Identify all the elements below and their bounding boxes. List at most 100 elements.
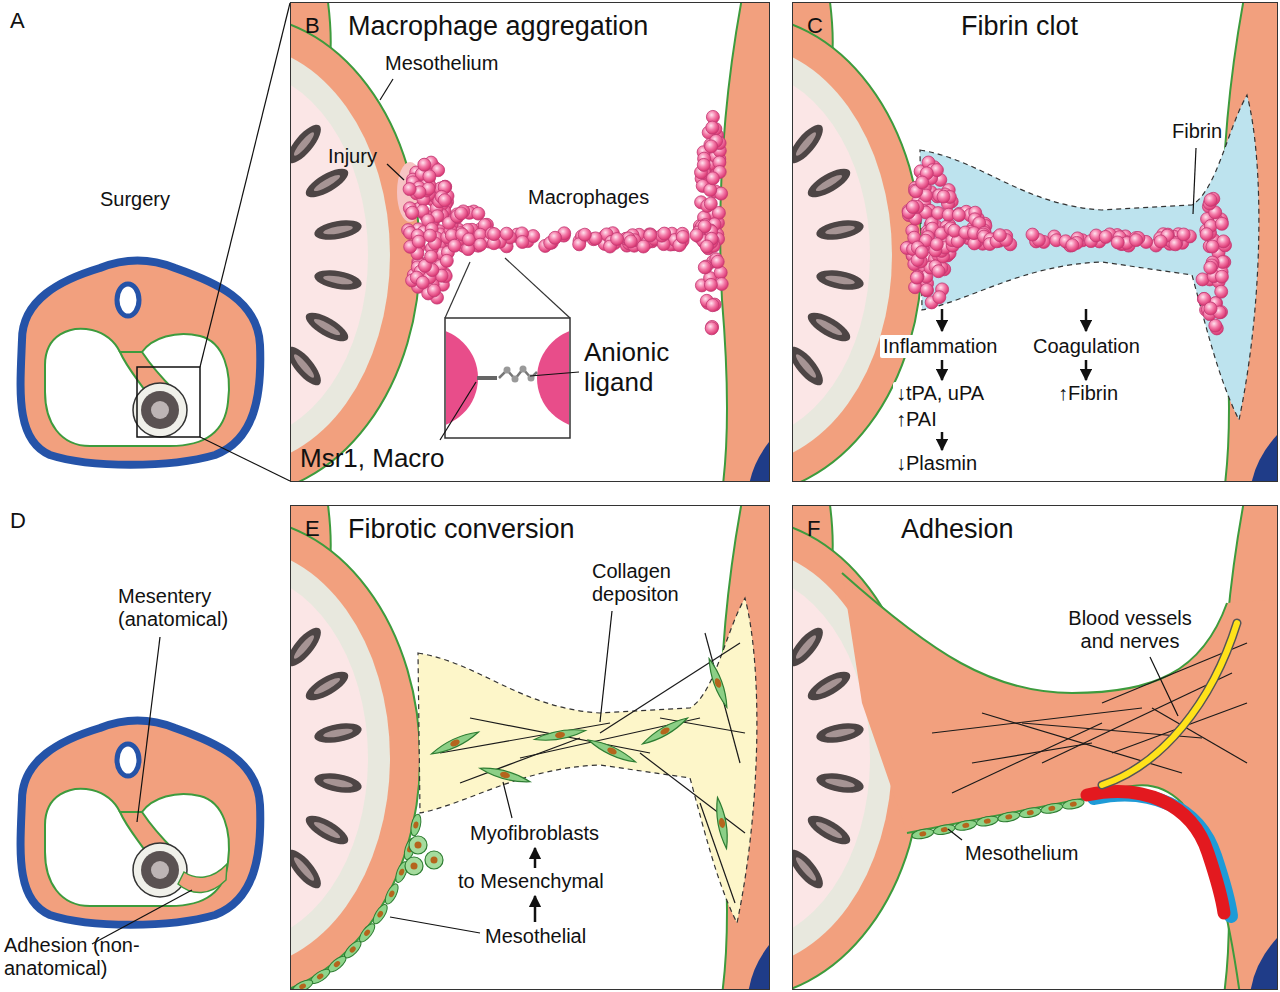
macrophage-cell — [704, 278, 717, 291]
macrophage-cell — [455, 207, 468, 220]
tissue-label: Blood vessels and nerves — [1060, 607, 1200, 653]
panel-illustration — [291, 15, 420, 481]
mesothelial-cell — [997, 810, 1020, 823]
mesothelial-cell — [976, 815, 999, 828]
panel-letter: C — [807, 13, 823, 38]
macrophage-cell — [643, 228, 656, 241]
macrophage-cell — [406, 206, 419, 219]
leader-line — [948, 829, 962, 840]
macrophage-cell — [425, 250, 438, 263]
macrophage-cell — [711, 255, 724, 268]
macrophage-cell — [1215, 285, 1228, 298]
zoom-line — [200, 437, 290, 481]
stage-label: Surgery — [100, 188, 170, 211]
fibrotic-region — [418, 598, 757, 923]
panel-illustration — [291, 506, 769, 989]
mesothelial-cell — [1062, 798, 1085, 811]
process-label: ↓tPA, uPA — [893, 382, 987, 405]
adhesion-tissue — [842, 573, 1277, 989]
mesothelial-cell — [1005, 814, 1013, 820]
macrophage-cell — [676, 230, 689, 243]
anatomy-label: Mesentery (anatomical) — [118, 585, 250, 631]
macrophage-cell — [911, 270, 924, 283]
macrophage-cell — [690, 229, 703, 242]
panel-illustration — [748, 928, 769, 989]
myofibroblast — [718, 818, 726, 829]
mesothelial-cell — [291, 986, 296, 989]
panel-letter: F — [807, 516, 820, 541]
macrophage-cell — [1111, 236, 1124, 249]
collagen-fibers — [952, 723, 1102, 793]
macrophage-cell — [1154, 235, 1167, 248]
myofibroblast — [714, 797, 731, 850]
macrophage-cell — [1200, 228, 1213, 241]
adhesion-surface — [907, 785, 1240, 989]
receptor-inset — [446, 328, 569, 428]
myofibroblast — [705, 657, 730, 709]
myofibroblast — [640, 715, 689, 748]
panel-letter: E — [305, 516, 320, 541]
macrophage-cell — [920, 284, 933, 297]
macrophage-cell — [637, 240, 650, 253]
mesothelial-cell — [348, 945, 356, 954]
macrophage-cell — [1130, 234, 1143, 247]
macrophage-cell — [438, 194, 451, 207]
panel-illustration — [60, 0, 785, 495]
collagen-fibers — [440, 633, 745, 903]
flow-arrow — [535, 309, 1086, 922]
myofibroblast — [479, 764, 531, 785]
receptor-inset — [446, 328, 478, 428]
mesothelial-cell — [911, 827, 934, 840]
myofibroblast — [534, 727, 587, 744]
macrophage-cell — [906, 201, 919, 214]
mesothelial-cell — [997, 810, 1020, 823]
body-cross-section — [21, 721, 261, 925]
macrophage-cell — [920, 283, 933, 296]
macrophage-cell — [416, 276, 429, 289]
mesothelial-cell — [1040, 802, 1063, 815]
macrophage-cell — [706, 172, 719, 185]
macrophage-cell — [705, 322, 718, 335]
panel-illustration — [1250, 928, 1277, 989]
flow-arrow — [1085, 360, 1088, 380]
mesenchymal-cell — [409, 836, 427, 854]
panel-letter: A — [10, 8, 25, 33]
myofibroblast — [587, 736, 638, 765]
myofibroblast — [659, 726, 671, 736]
macrophage-cell — [611, 233, 624, 246]
myofibroblast — [606, 746, 618, 756]
mesothelial-cell — [316, 972, 325, 980]
tissue-label: Mesothelium — [965, 842, 1078, 865]
receptor-inset — [504, 367, 511, 374]
receptor-inset — [520, 366, 527, 373]
myofibroblast — [430, 657, 731, 849]
mesothelial-cell — [413, 821, 419, 829]
process-label: ↓Plasmin — [893, 452, 980, 475]
macrophage-cell — [516, 236, 529, 249]
myofibroblast — [713, 677, 722, 688]
mesothelial-cell — [371, 902, 390, 925]
leader-line — [387, 164, 404, 180]
macrophage-cell — [910, 271, 923, 284]
adhesion-band — [178, 864, 227, 893]
mesothelial-cell — [363, 929, 371, 938]
process-label: ↑PAI — [893, 408, 940, 431]
mesothelial-cell — [291, 813, 423, 989]
tissue-label: Injury — [328, 145, 377, 168]
mesothelial-cell — [376, 910, 384, 919]
mesothelial-cell — [1062, 798, 1085, 811]
panel-letter: B — [305, 13, 320, 38]
flow-arrow — [941, 360, 944, 380]
macrophage-cell — [428, 284, 441, 297]
mesenchymal-cell — [405, 857, 423, 875]
macrophage-cell — [1169, 238, 1182, 251]
mesothelial-cell — [383, 882, 401, 906]
mesothelial-cell — [371, 902, 390, 925]
leader-line — [530, 372, 579, 376]
macrophage-cell — [932, 265, 945, 278]
mesothelial-cell — [1040, 802, 1063, 815]
panel-illustration — [793, 3, 1277, 481]
macrophage-cell — [952, 209, 965, 222]
mesothelial-cell — [291, 977, 314, 989]
